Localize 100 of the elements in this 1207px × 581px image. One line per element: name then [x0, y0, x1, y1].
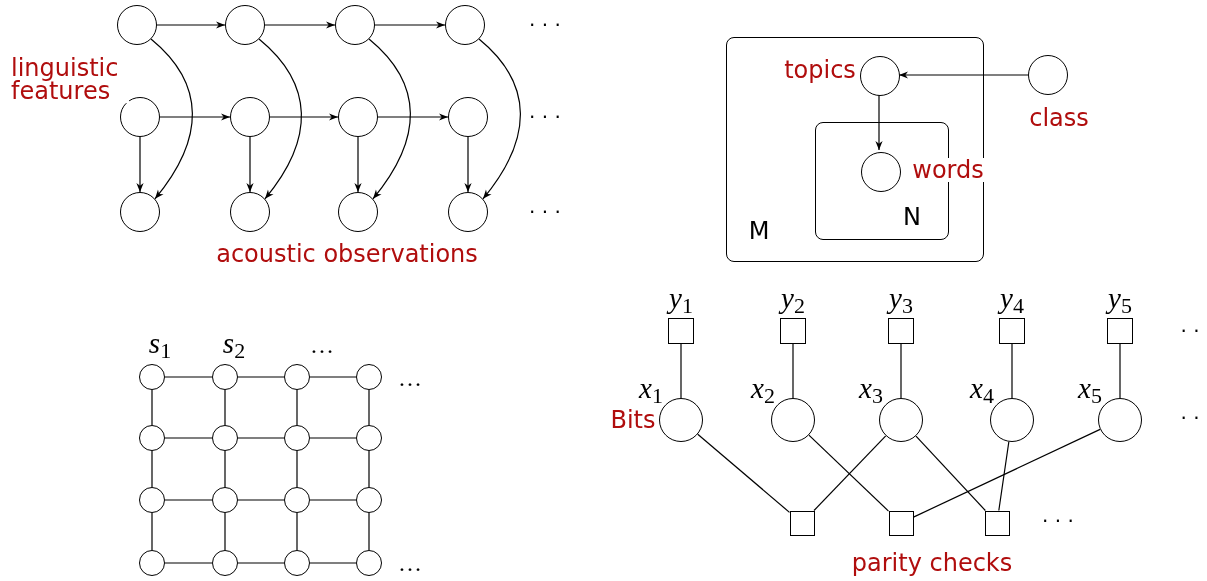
arrow — [246, 136, 254, 193]
circle-node — [356, 487, 382, 513]
square-node — [984, 510, 1010, 536]
connector-line — [309, 437, 357, 439]
arrow — [269, 113, 339, 121]
connector-line — [237, 376, 285, 378]
connector-line — [151, 450, 153, 488]
connector-line — [309, 499, 357, 501]
ellipsis: · · · — [529, 107, 561, 127]
circle-node — [212, 550, 238, 576]
circle-node — [338, 97, 378, 137]
square-node — [780, 318, 806, 344]
connector-line — [900, 343, 902, 399]
square-node — [888, 510, 914, 536]
connector-line — [697, 433, 791, 513]
circle-node — [356, 364, 382, 390]
connector-line — [1119, 343, 1121, 399]
arrow — [159, 113, 231, 121]
circle-node — [120, 97, 160, 137]
variable-label: s$_{2}$ — [222, 328, 246, 362]
connector-line — [224, 512, 226, 551]
connector-line — [151, 389, 153, 426]
ellipsis: · · — [1180, 321, 1200, 341]
circle-node — [448, 97, 488, 137]
circle-node — [212, 487, 238, 513]
circle-node — [284, 425, 310, 451]
ellipsis: · · — [1180, 408, 1200, 428]
arrow — [354, 136, 362, 193]
circle-node — [284, 550, 310, 576]
circle-node — [212, 364, 238, 390]
ellipsis: · · · — [529, 15, 561, 35]
circle-node — [230, 192, 270, 232]
plate-label: N — [903, 205, 921, 229]
circle-node — [139, 364, 165, 390]
connector-line — [296, 450, 298, 488]
connector-line — [164, 562, 213, 564]
connector-line — [164, 499, 213, 501]
variable-label: x$_{5}$ — [1078, 373, 1102, 407]
circle-node — [356, 425, 382, 451]
connector-line — [224, 389, 226, 426]
ellipsis: · · · — [1042, 511, 1074, 531]
square-node — [1107, 318, 1133, 344]
square-node — [888, 318, 914, 344]
connector-line — [151, 512, 153, 551]
arrow — [156, 21, 226, 29]
ellipsis: … — [398, 366, 422, 390]
row-label: linguistic features — [11, 57, 129, 103]
square-node — [789, 510, 815, 536]
ellipsis: · · · — [529, 202, 561, 222]
connector-line — [368, 450, 370, 488]
circle-node — [139, 425, 165, 451]
arrow — [898, 71, 1029, 79]
connector-line — [912, 428, 1101, 518]
connector-line — [915, 435, 986, 512]
ellipsis: … — [398, 551, 422, 575]
connector-line — [309, 562, 357, 564]
connector-line — [237, 562, 285, 564]
arrow — [374, 21, 446, 29]
circle-node — [338, 192, 378, 232]
variable-label: x$_{3}$ — [859, 373, 883, 407]
variable-label: x$_{4}$ — [970, 373, 994, 407]
connector-line — [792, 343, 794, 399]
circle-node — [445, 5, 485, 45]
arrow — [478, 38, 521, 200]
connector-line — [164, 376, 213, 378]
variable-label: x$_{2}$ — [751, 373, 775, 407]
arrow — [368, 38, 411, 200]
circle-node — [284, 487, 310, 513]
circle-node — [139, 550, 165, 576]
variable-label: x$_{1}$ — [639, 373, 663, 407]
connector-line — [368, 512, 370, 551]
connector-line — [237, 437, 285, 439]
circle-node — [335, 5, 375, 45]
circle-node — [356, 550, 382, 576]
circle-node — [139, 487, 165, 513]
circle-node — [230, 97, 270, 137]
circle-node — [860, 56, 900, 96]
connector-line — [998, 441, 1010, 512]
connector-line — [296, 389, 298, 426]
node-label: words — [912, 158, 984, 182]
circle-node — [212, 425, 238, 451]
arrow — [136, 136, 144, 193]
arrow — [464, 136, 472, 193]
circle-node — [225, 5, 265, 45]
plate-label: M — [748, 219, 770, 243]
arrow — [264, 21, 336, 29]
row-label: parity checks — [851, 551, 1013, 575]
arrow — [150, 38, 193, 200]
square-node — [668, 318, 694, 344]
node-label: topics — [784, 58, 856, 82]
connector-line — [1011, 343, 1013, 399]
square-node — [999, 318, 1025, 344]
circle-node — [120, 192, 160, 232]
connector-line — [368, 389, 370, 426]
connector-line — [296, 512, 298, 551]
circle-node — [284, 364, 310, 390]
arrow — [377, 113, 449, 121]
arrow — [258, 38, 302, 200]
circle-node — [117, 5, 157, 45]
connector-line — [680, 343, 682, 399]
